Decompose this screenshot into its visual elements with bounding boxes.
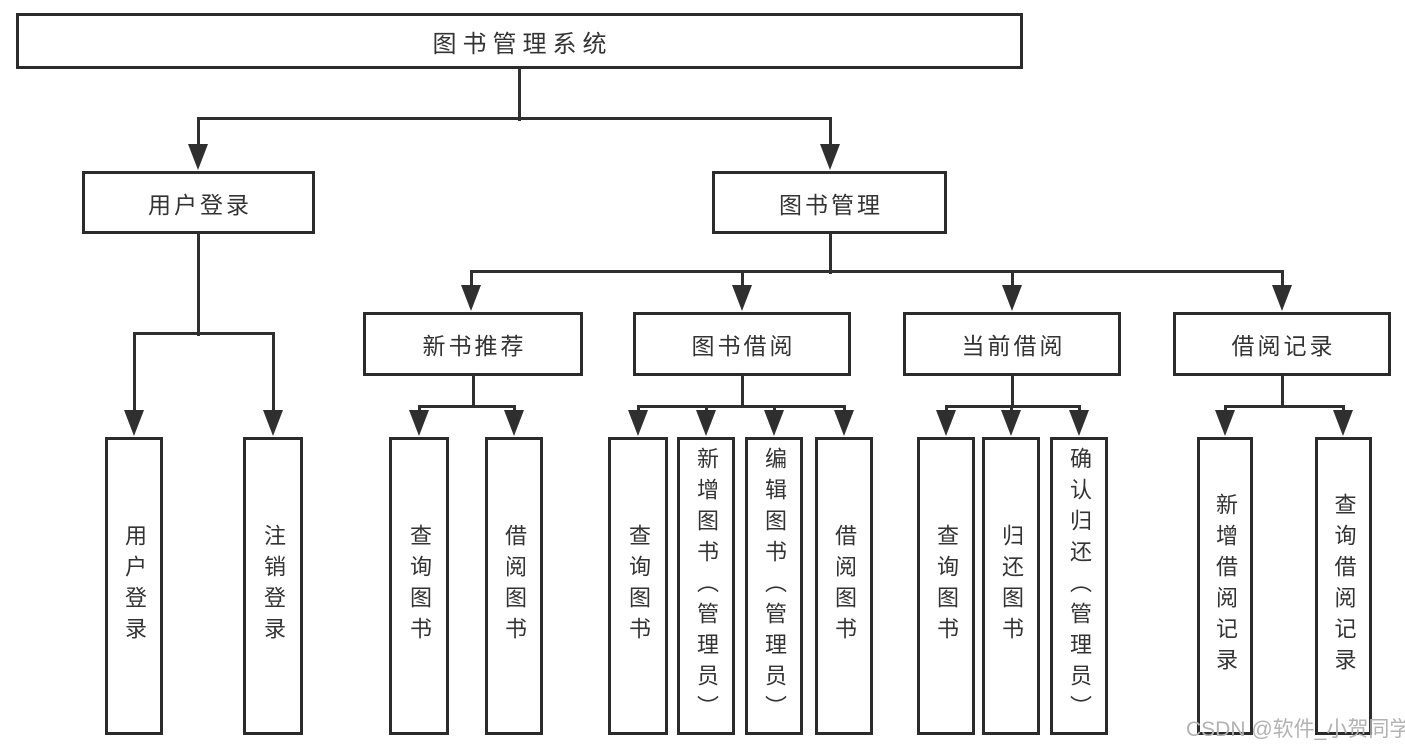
node-book-borrowing: 图书借阅 [633, 312, 851, 376]
leaf-add-book-admin-label: 新增图书（管理员） [694, 446, 719, 726]
arrow-down-icon [936, 410, 956, 436]
connector-line [740, 375, 744, 408]
connector-line [517, 67, 521, 121]
node-current-borrowing: 当前借阅 [903, 312, 1121, 376]
leaf-add-book-admin: 新增图书（管理员） [677, 437, 735, 735]
leaf-borrow-books-recommend-label: 借阅图书 [502, 524, 527, 648]
arrow-down-icon [263, 410, 283, 436]
connector-line [828, 120, 832, 146]
leaf-query-books-current-label: 查询图书 [934, 524, 959, 648]
arrow-down-icon [1333, 410, 1353, 436]
connector-line [740, 273, 744, 287]
connector-line [471, 375, 475, 408]
arrow-down-icon [1272, 285, 1292, 311]
arrow-down-icon [188, 144, 208, 170]
leaf-add-borrow-record-label: 新增借阅记录 [1213, 493, 1238, 679]
arrow-down-icon [1069, 410, 1089, 436]
leaf-logout-label: 注销登录 [261, 524, 286, 648]
arrow-down-icon [764, 410, 784, 436]
connector-line [271, 335, 275, 412]
leaf-user-login: 用户登录 [105, 437, 163, 735]
node-user-login-label: 用户登录 [148, 191, 252, 218]
leaf-query-books-recommend: 查询图书 [389, 437, 449, 735]
leaf-confirm-return-admin-label: 确认归还（管理员） [1067, 446, 1092, 726]
arrow-down-icon [696, 410, 716, 436]
node-user-login: 用户登录 [82, 171, 315, 234]
connector-line [1010, 375, 1014, 408]
node-current-borrowing-label: 当前借阅 [961, 333, 1066, 359]
node-borrow-records-label: 借阅记录 [1231, 333, 1336, 359]
node-new-book-recommend: 新书推荐 [363, 312, 583, 376]
arrow-down-icon [820, 144, 840, 170]
leaf-query-books-borrowing-label: 查询图书 [626, 524, 651, 648]
arrow-down-icon [732, 285, 752, 311]
leaf-query-books-recommend-label: 查询图书 [407, 524, 432, 648]
connector-line [132, 332, 275, 335]
node-root-label: 图书管理系统 [432, 30, 613, 58]
node-book-management: 图书管理 [712, 171, 947, 234]
connector-line [417, 405, 516, 408]
leaf-borrow-books-borrowing-label: 借阅图书 [832, 524, 857, 648]
arrow-down-icon [1215, 410, 1235, 436]
leaf-add-borrow-record: 新增借阅记录 [1197, 437, 1253, 735]
connector-line [1280, 273, 1284, 287]
connector-line [196, 117, 832, 120]
node-root: 图书管理系统 [16, 13, 1023, 69]
arrow-down-icon [504, 410, 524, 436]
connector-line [132, 335, 136, 412]
leaf-logout: 注销登录 [243, 437, 303, 735]
watermark: CSDN @软件_小贺同学 [1186, 718, 1405, 741]
leaf-borrow-books-recommend: 借阅图书 [485, 437, 543, 735]
leaf-confirm-return-admin: 确认归还（管理员） [1050, 437, 1108, 735]
connector-line [828, 233, 832, 274]
connector-line [1010, 273, 1014, 287]
leaf-user-login-label: 用户登录 [122, 524, 147, 648]
node-borrow-records: 借阅记录 [1173, 312, 1391, 376]
connector-line [1280, 375, 1284, 408]
leaf-return-book-label: 归还图书 [999, 524, 1024, 648]
arrow-down-icon [409, 410, 429, 436]
connector-line [636, 405, 846, 408]
arrow-down-icon [1002, 285, 1022, 311]
leaf-query-books-borrowing: 查询图书 [608, 437, 668, 735]
leaf-query-borrow-record: 查询借阅记录 [1315, 437, 1372, 735]
connector-line [1223, 405, 1345, 408]
connector-line [469, 270, 1284, 273]
leaf-edit-book-admin: 编辑图书（管理员） [745, 437, 803, 735]
node-new-book-recommend-label: 新书推荐 [422, 333, 527, 359]
arrow-down-icon [834, 410, 854, 436]
arrow-down-icon [124, 410, 144, 436]
leaf-query-borrow-record-label: 查询借阅记录 [1331, 493, 1357, 679]
connector-line [196, 233, 200, 336]
leaf-query-books-current: 查询图书 [917, 437, 975, 735]
leaf-borrow-books-borrowing: 借阅图书 [815, 437, 873, 735]
connector-line [944, 405, 1081, 408]
arrow-down-icon [628, 410, 648, 436]
leaf-edit-book-admin-label: 编辑图书（管理员） [762, 446, 787, 726]
arrow-down-icon [461, 285, 481, 311]
connector-line [469, 273, 473, 287]
connector-line [196, 120, 200, 146]
node-book-borrowing-label: 图书借阅 [691, 333, 796, 359]
arrow-down-icon [1001, 410, 1021, 436]
node-book-management-label: 图书管理 [779, 191, 883, 218]
leaf-return-book: 归还图书 [982, 437, 1040, 735]
